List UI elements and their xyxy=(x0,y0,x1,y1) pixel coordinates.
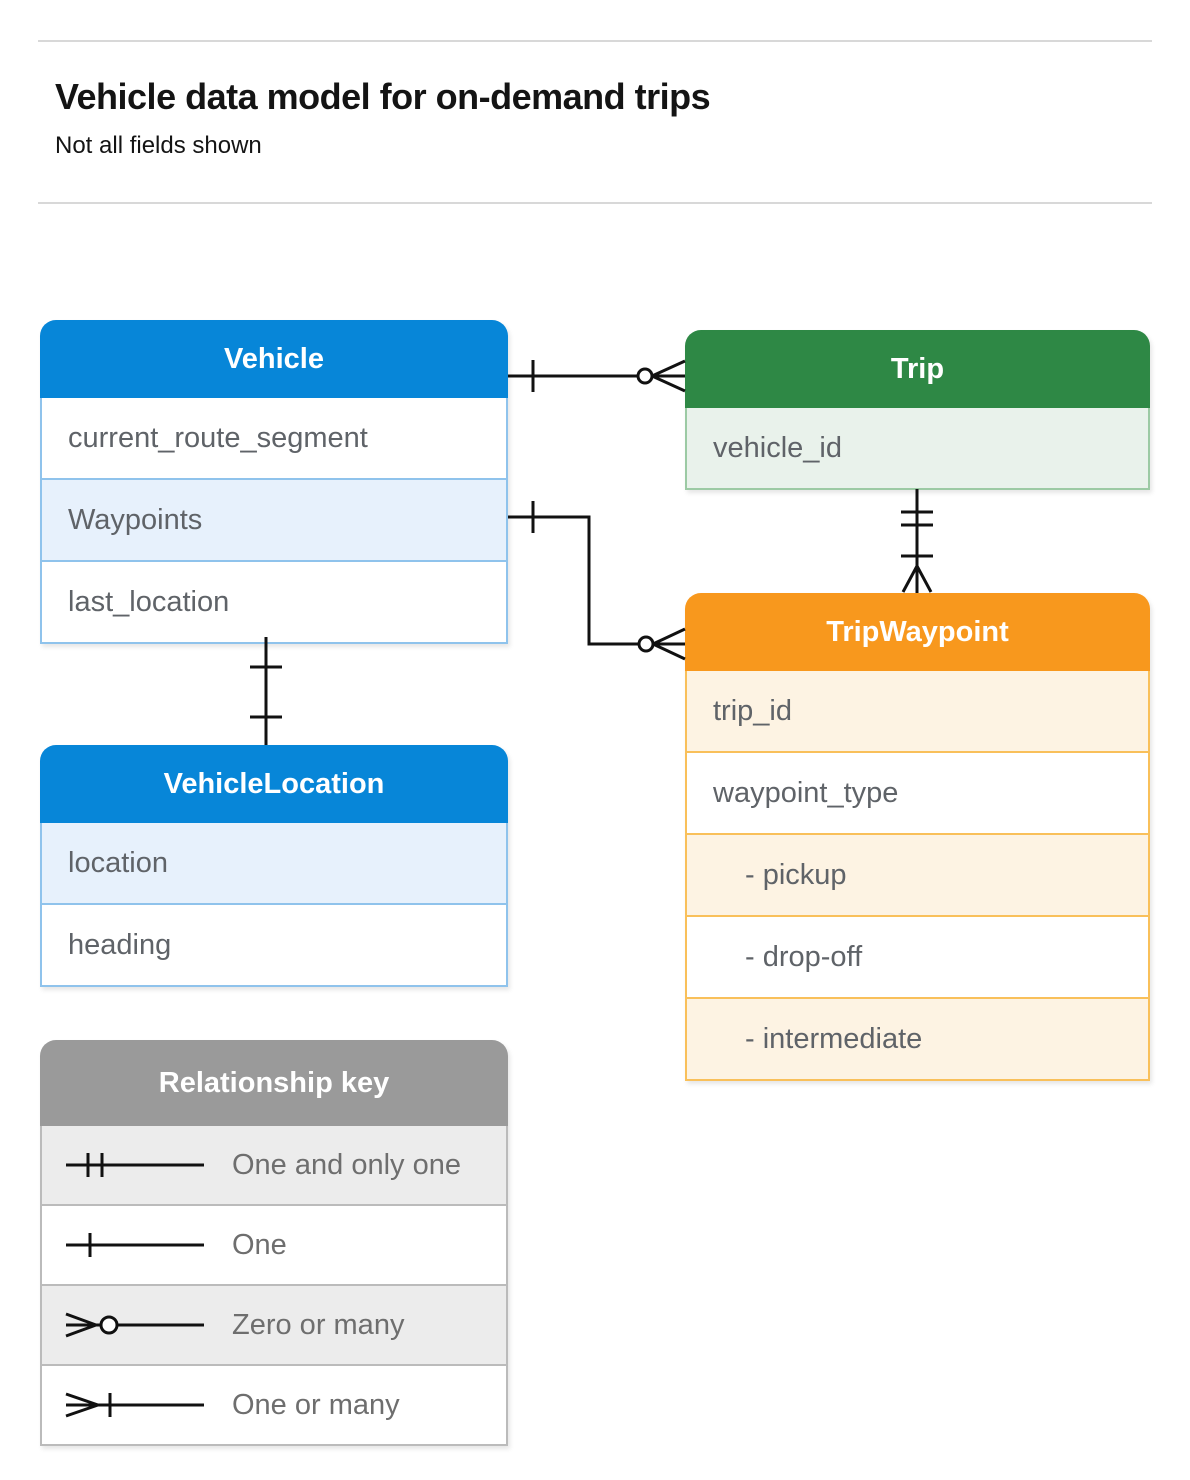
entity-trip-title: Trip xyxy=(685,330,1150,408)
connector-waypoints-tripwaypoint xyxy=(508,501,686,661)
entity-vehicle: Vehicle current_route_segment Waypoints … xyxy=(40,320,508,644)
field-waypoint-type: waypoint_type xyxy=(687,751,1148,833)
entity-trip-waypoint-fields: trip_id waypoint_type - pickup - drop-of… xyxy=(685,671,1150,1081)
page-title: Vehicle data model for on-demand trips xyxy=(55,76,711,117)
entity-trip: Trip vehicle_id xyxy=(685,330,1150,490)
connector-vehicle-trip xyxy=(508,359,686,393)
key-item-one-or-many: One or many xyxy=(42,1364,506,1444)
key-label: One and only one xyxy=(232,1148,461,1181)
field-waypoint-type-pickup: - pickup xyxy=(687,833,1148,915)
relationship-key-title: Relationship key xyxy=(40,1040,508,1126)
one-or-many-icon xyxy=(62,1389,232,1421)
field-heading: heading xyxy=(42,903,506,985)
field-last-location: last_location xyxy=(42,560,506,642)
relationship-key: Relationship key One and only one One xyxy=(40,1040,508,1446)
key-label: Zero or many xyxy=(232,1308,405,1341)
page-subtitle: Not all fields shown xyxy=(55,132,262,159)
entity-vehicle-location-fields: location heading xyxy=(40,823,508,987)
entity-vehicle-title: Vehicle xyxy=(40,320,508,398)
field-location: location xyxy=(42,823,506,903)
key-label: One or many xyxy=(232,1388,400,1421)
one-icon xyxy=(62,1229,232,1261)
one-and-only-one-icon xyxy=(62,1149,232,1181)
entity-trip-waypoint: TripWaypoint trip_id waypoint_type - pic… xyxy=(685,593,1150,1081)
field-vehicle-id: vehicle_id xyxy=(687,408,1148,488)
key-item-one-and-only-one: One and only one xyxy=(42,1126,506,1204)
title-divider xyxy=(38,202,1152,204)
field-trip-id: trip_id xyxy=(687,671,1148,751)
entity-vehicle-fields: current_route_segment Waypoints last_loc… xyxy=(40,398,508,644)
entity-vehicle-location: VehicleLocation location heading xyxy=(40,745,508,987)
zero-or-many-icon xyxy=(62,1309,232,1341)
entity-vehicle-location-title: VehicleLocation xyxy=(40,745,508,823)
field-current-route-segment: current_route_segment xyxy=(42,398,506,478)
connector-vehicle-vehiclelocation xyxy=(250,637,282,745)
relationship-key-items: One and only one One Zero or many xyxy=(40,1126,508,1446)
entity-trip-waypoint-title: TripWaypoint xyxy=(685,593,1150,671)
field-waypoint-type-intermediate: - intermediate xyxy=(687,997,1148,1079)
field-waypoint-type-drop-off: - drop-off xyxy=(687,915,1148,997)
key-item-zero-or-many: Zero or many xyxy=(42,1284,506,1364)
key-label: One xyxy=(232,1228,287,1261)
top-divider xyxy=(38,40,1152,42)
connector-trip-tripwaypoint xyxy=(901,489,933,593)
key-item-one: One xyxy=(42,1204,506,1284)
entity-trip-fields: vehicle_id xyxy=(685,408,1150,490)
field-waypoints: Waypoints xyxy=(42,478,506,560)
